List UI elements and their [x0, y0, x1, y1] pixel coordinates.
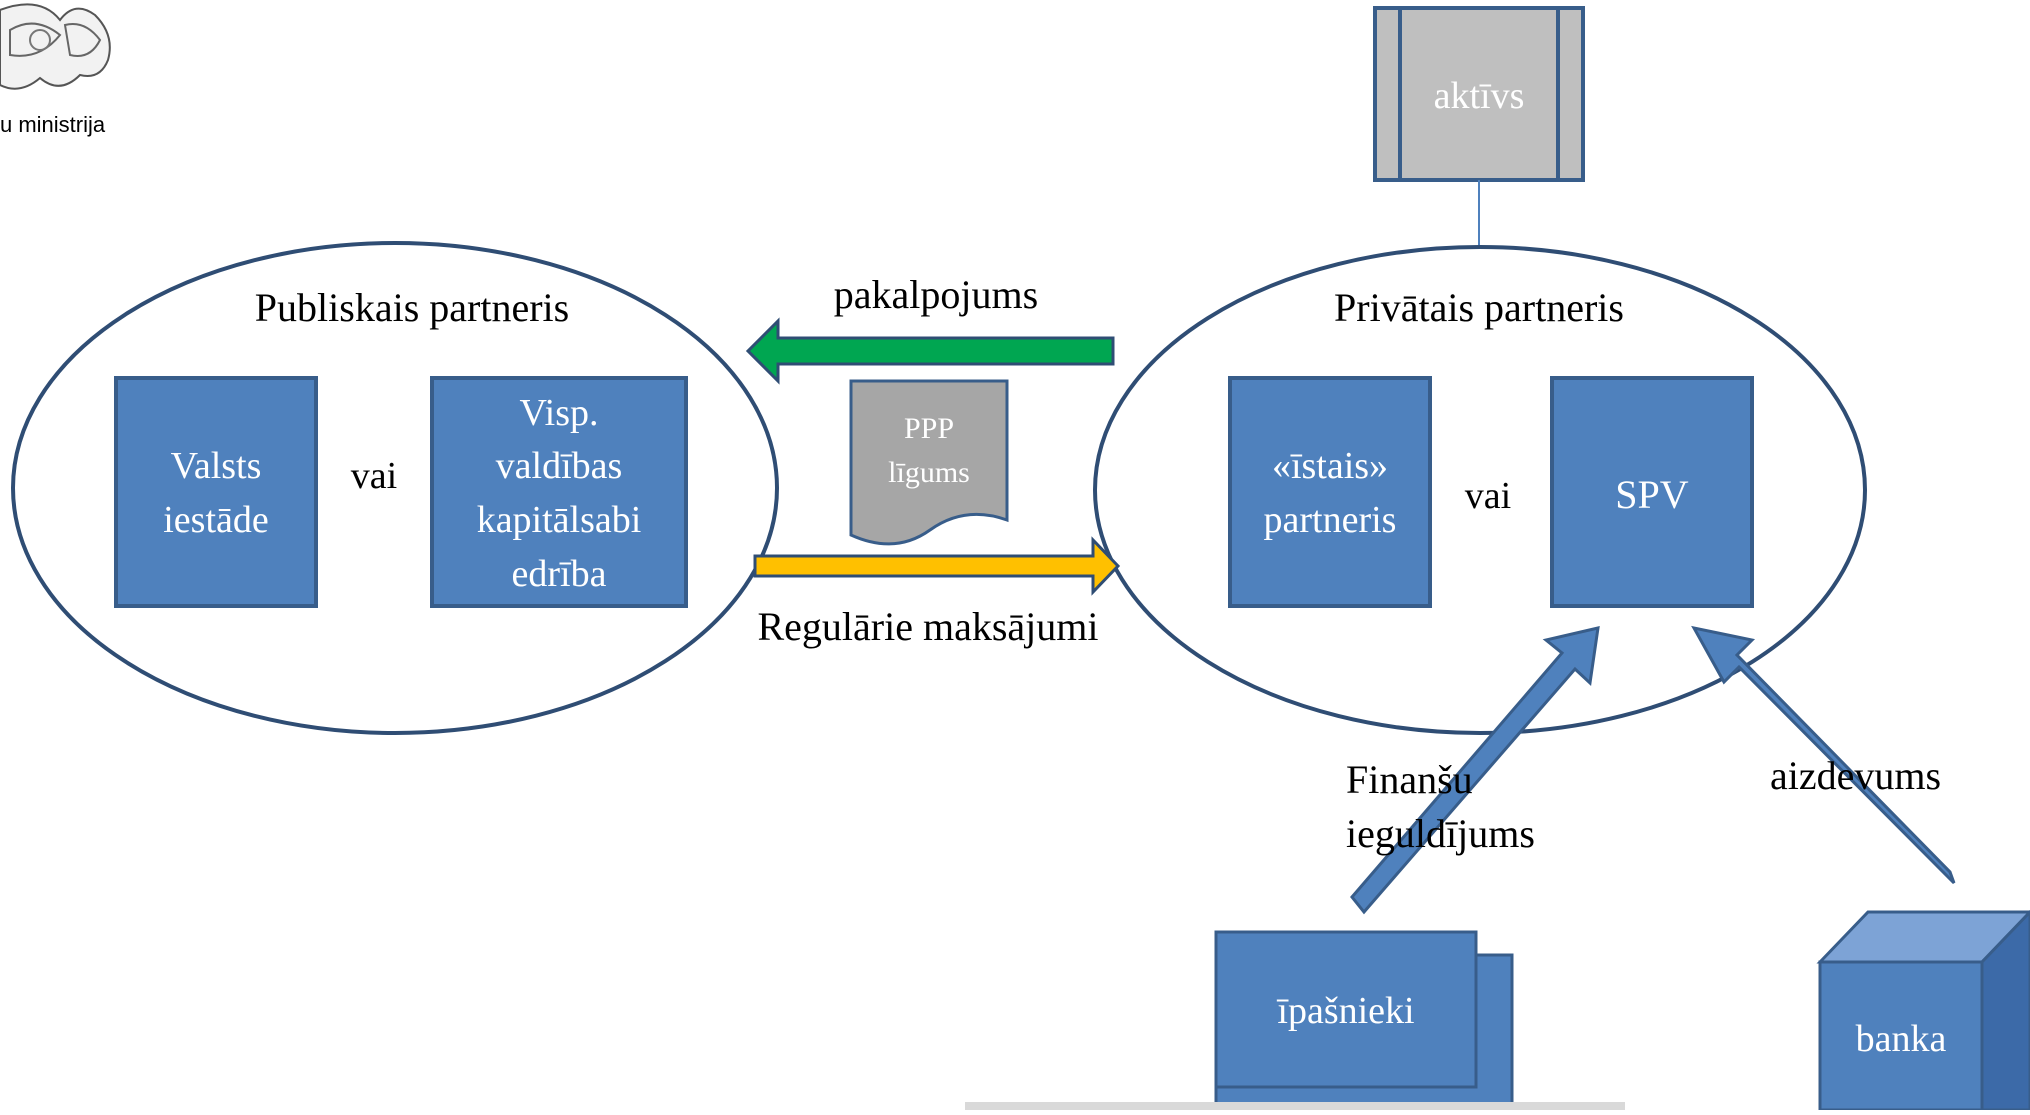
spv-box: [1550, 376, 1754, 608]
payments-arrow: [753, 536, 1121, 596]
private-partner-title: Privātais partneris: [1334, 285, 1624, 330]
government-company-box: [430, 376, 688, 608]
true-partner-box: [1228, 376, 1432, 608]
state-institution-box: [114, 376, 318, 608]
public-partner-ellipse: [11, 241, 779, 735]
government-company-line-2: valdības: [496, 445, 623, 487]
public-partner-title: Publiskais partneris: [255, 285, 569, 330]
loan-arrow: [1691, 625, 1956, 885]
spv-label: SPV: [1615, 472, 1688, 517]
government-company-line-4: edrība: [512, 553, 607, 595]
ministry-label: u ministrija: [0, 112, 106, 137]
equity-label-line-1: Finanšu: [1346, 757, 1473, 802]
equity-arrow: [1350, 626, 1600, 915]
cutoff-footnote: [965, 1102, 1625, 1110]
asset-box: aktīvs: [1373, 6, 1585, 182]
loan-label: aizdevums: [1770, 753, 1941, 798]
owners-stack: īpašnieki: [1214, 930, 1514, 1112]
asset-label: aktīvs: [1434, 75, 1525, 117]
public-partner-group: Publiskais partneris Valsts iestāde vai …: [11, 241, 779, 735]
equity-label-line-2: ieguldījums: [1346, 811, 1535, 856]
state-institution-line-2: iestāde: [163, 499, 269, 541]
service-arrow: [745, 317, 1115, 385]
owners-label: īpašnieki: [1276, 990, 1414, 1032]
service-label: pakalpojums: [834, 272, 1038, 317]
private-partner-group: Privātais partneris «īstais» partneris v…: [1093, 245, 1867, 735]
contract-line-1: PPP: [904, 412, 954, 445]
payments-label: Regulārie maksājumi: [757, 604, 1098, 649]
contract-line-2: līgums: [888, 456, 970, 489]
government-company-line-3: kapitālsabi: [477, 499, 642, 541]
government-company-line-1: Visp.: [519, 392, 598, 434]
true-partner-line-1: «īstais»: [1272, 445, 1388, 487]
bank-cube: banka: [1816, 909, 2030, 1112]
bank-label: banka: [1856, 1018, 1947, 1060]
public-or-label: vai: [351, 455, 397, 497]
state-institution-line-1: Valsts: [171, 445, 262, 487]
ppp-contract-document: PPP līgums: [849, 379, 1009, 546]
private-or-label: vai: [1465, 475, 1511, 517]
private-partner-ellipse: [1093, 245, 1867, 735]
coat-of-arms-logo: [0, 3, 111, 90]
true-partner-line-2: partneris: [1264, 499, 1397, 541]
